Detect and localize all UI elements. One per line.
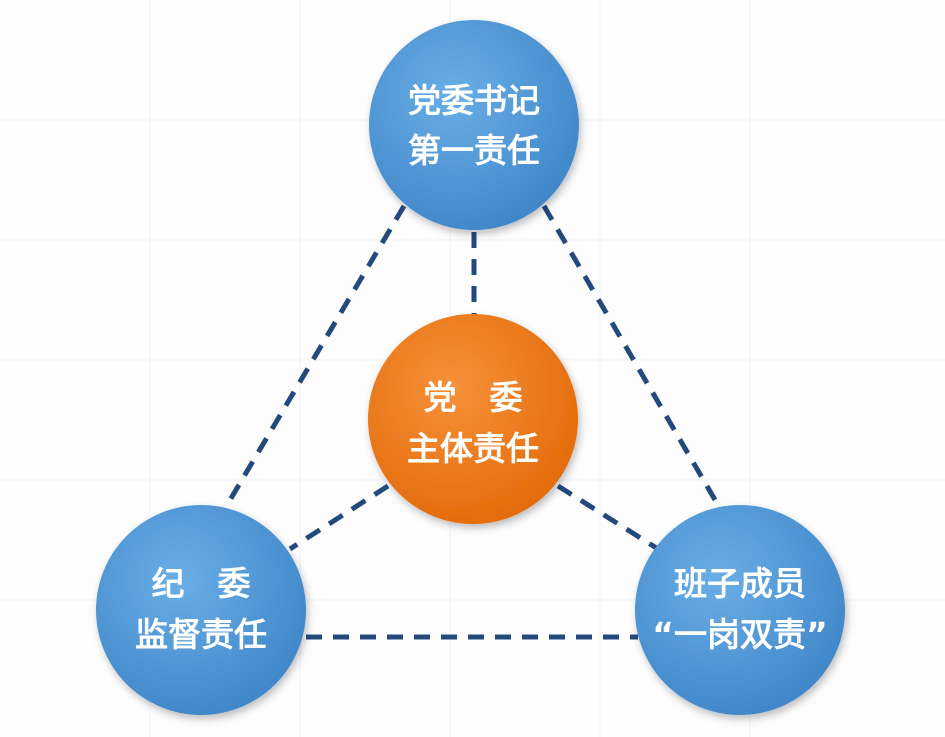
node-center-line2: 主体责任 bbox=[407, 429, 539, 468]
node-center-line1: 党 委 bbox=[424, 378, 523, 417]
node-circle-top bbox=[369, 20, 579, 230]
node-circle-center bbox=[368, 314, 578, 524]
node-circle-right bbox=[635, 505, 845, 715]
connector-top-left bbox=[227, 204, 407, 502]
node-top-line2: 第一责任 bbox=[408, 131, 540, 170]
node-party-secretary: 党委书记 第一责任 bbox=[369, 20, 579, 230]
node-top-line1: 党委书记 bbox=[408, 81, 540, 120]
node-right-line1: 班子成员 bbox=[674, 564, 806, 603]
node-circle-left bbox=[96, 505, 306, 715]
node-discipline-committee: 纪 委 监督责任 bbox=[96, 505, 306, 715]
node-right-line2: “一岗双责” bbox=[652, 615, 827, 654]
connector-center-right bbox=[556, 483, 660, 552]
node-left-line2: 监督责任 bbox=[135, 615, 267, 654]
node-team-members: 班子成员 “一岗双责” bbox=[635, 505, 845, 715]
connector-center-left bbox=[288, 483, 390, 552]
node-left-line1: 纪 委 bbox=[152, 564, 251, 603]
connector-top-right bbox=[541, 204, 721, 507]
node-party-committee: 党 委 主体责任 bbox=[368, 314, 578, 524]
